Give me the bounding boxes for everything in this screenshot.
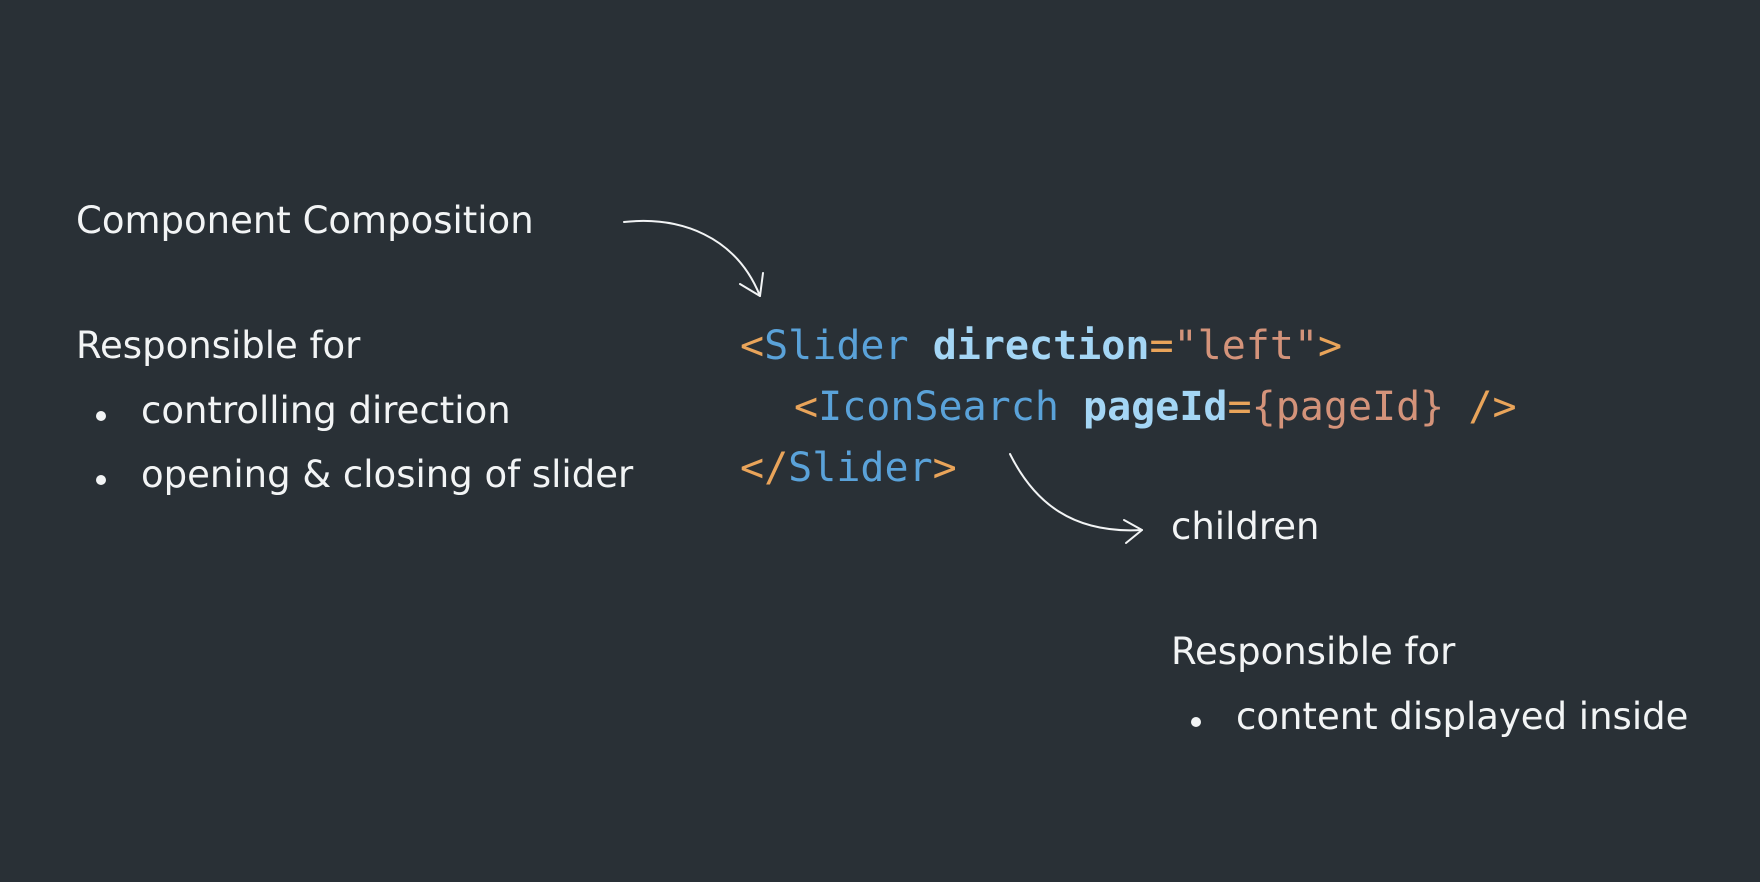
code-tag-name: Slider bbox=[788, 445, 933, 491]
code-punct: </ bbox=[740, 445, 789, 491]
code-tag-name: IconSearch bbox=[818, 384, 1059, 430]
right-responsible-label: Responsible for bbox=[1171, 630, 1456, 673]
list-item: controlling direction bbox=[76, 392, 633, 456]
left-responsibility-list: controlling direction opening & closing … bbox=[76, 392, 633, 520]
code-attribute: direction bbox=[932, 323, 1150, 369]
code-punct: = bbox=[1227, 384, 1252, 430]
curved-arrow-icon bbox=[623, 220, 764, 297]
code-punct: = bbox=[1149, 323, 1174, 369]
code-punct: < bbox=[740, 323, 765, 369]
bullet-text: opening & closing of slider bbox=[141, 453, 634, 496]
code-line-slider-close: </Slider> bbox=[740, 448, 957, 488]
code-punct: > bbox=[932, 445, 957, 491]
bullet-text: controlling direction bbox=[141, 389, 511, 432]
code-attribute-value: {pageId} bbox=[1251, 384, 1445, 430]
left-responsible-label: Responsible for bbox=[76, 324, 361, 367]
code-punct: < bbox=[794, 384, 819, 430]
component-composition-heading: Component Composition bbox=[76, 199, 534, 242]
code-tag-name: Slider bbox=[764, 323, 909, 369]
code-punct: /> bbox=[1468, 384, 1517, 430]
code-punct: > bbox=[1318, 323, 1343, 369]
code-line-slider-open: <Slider direction="left"> bbox=[740, 326, 1342, 366]
code-attribute-value: "left" bbox=[1173, 323, 1319, 369]
code-attribute: pageId bbox=[1083, 384, 1228, 430]
code-line-iconsearch: <IconSearch pageId={pageId} /> bbox=[794, 387, 1517, 427]
list-item: content displayed inside bbox=[1171, 698, 1688, 762]
children-label: children bbox=[1171, 505, 1320, 548]
bullet-text: content displayed inside bbox=[1236, 695, 1689, 738]
list-item: opening & closing of slider bbox=[76, 456, 633, 520]
right-responsibility-list: content displayed inside bbox=[1171, 698, 1688, 762]
curved-arrow-icon bbox=[1009, 453, 1143, 544]
